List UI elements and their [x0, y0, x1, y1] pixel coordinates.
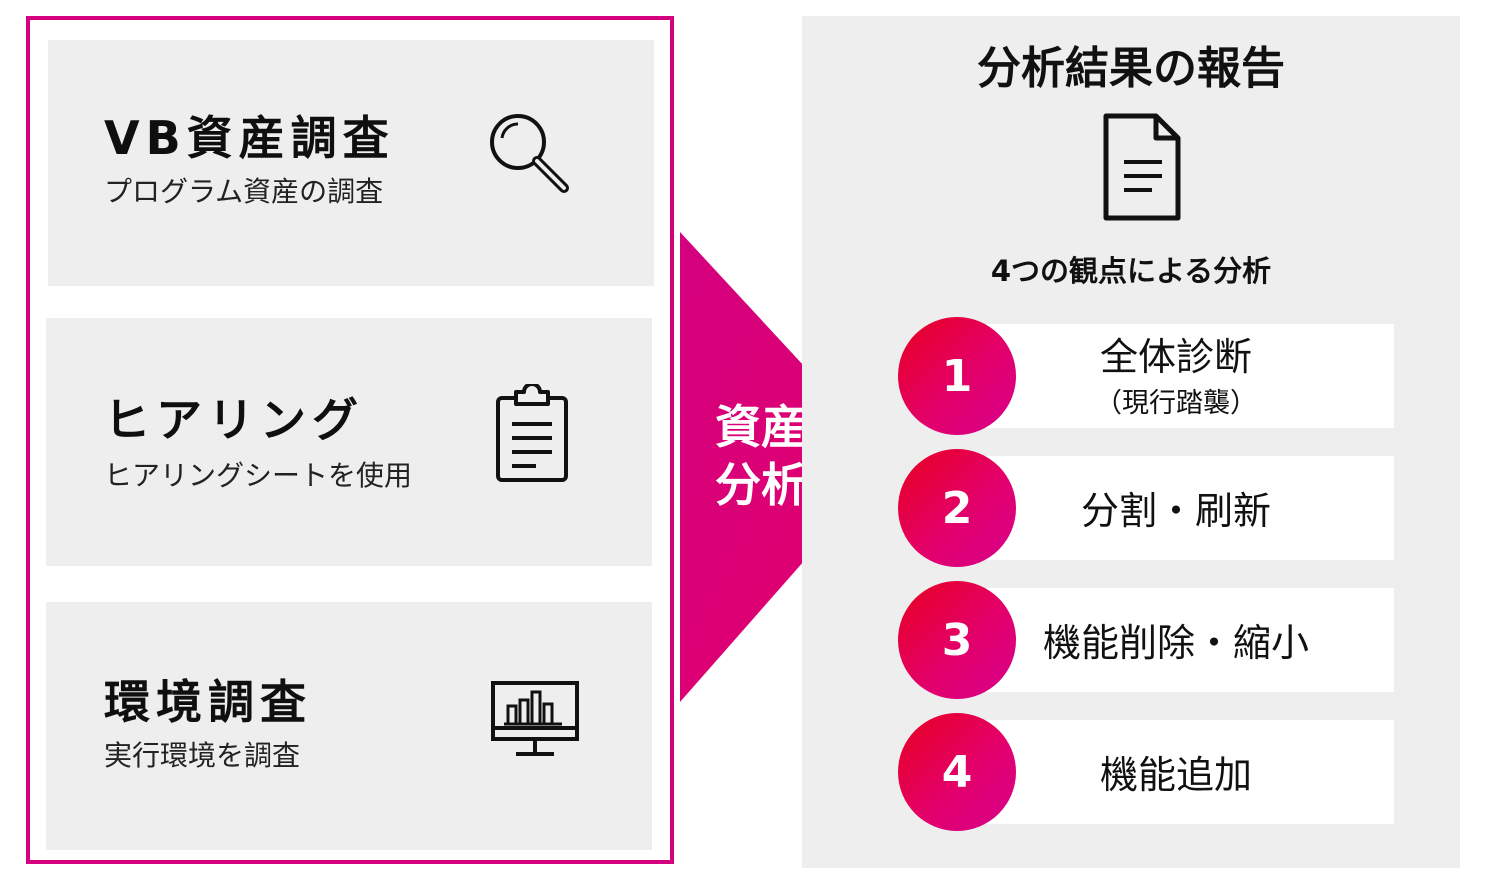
- analysis-item-text: 全体診断 （現行踏襲）: [958, 326, 1394, 420]
- card-title: 環境調査: [104, 675, 312, 729]
- monitor-chart-icon: [490, 680, 580, 764]
- analysis-item-box: [958, 588, 1394, 692]
- analysis-item-label: 分割・刷新: [1080, 489, 1271, 533]
- card-title: ヒアリング: [104, 393, 364, 447]
- number-badge: 3: [898, 581, 1016, 699]
- analysis-item-text: 機能追加: [958, 744, 1394, 799]
- asset-analysis-arrow: [680, 232, 892, 702]
- analysis-item-note: （現行踏襲）: [1095, 388, 1257, 419]
- card-vb-asset-survey: [48, 40, 654, 286]
- analysis-item-label: 機能追加: [1099, 753, 1252, 797]
- document-icon: [1100, 112, 1184, 226]
- card-title: VB資産調査: [104, 111, 395, 165]
- arrow-label: 資産 分析: [706, 398, 816, 514]
- report-title: 分析結果の報告: [977, 43, 1285, 94]
- card-hearing: [46, 318, 652, 566]
- card-subtitle: ヒアリングシートを使用: [104, 459, 413, 492]
- number-badge: 1: [898, 317, 1016, 435]
- report-subtitle: 4つの観点による分析: [990, 254, 1272, 288]
- analysis-item-label: 全体診断: [1099, 335, 1252, 379]
- card-subtitle: 実行環境を調査: [104, 739, 301, 772]
- card-subtitle: プログラム資産の調査: [104, 175, 384, 208]
- analysis-item-box: [958, 324, 1394, 428]
- analysis-item-label: 機能削除・縮小: [1042, 621, 1309, 665]
- analysis-item-text: 機能削除・縮小: [958, 612, 1394, 667]
- analysis-item-box: [958, 720, 1394, 824]
- number-badge: 2: [898, 449, 1016, 567]
- left-panel-frame: [26, 16, 674, 864]
- clipboard-icon: [494, 382, 570, 488]
- analysis-item-box: [958, 456, 1394, 560]
- magnifier-icon: [484, 108, 574, 202]
- arrow-label-line2: 分析: [715, 458, 807, 512]
- arrow-label-line1: 資産: [715, 400, 807, 454]
- number-badge: 4: [898, 713, 1016, 831]
- analysis-item-text: 分割・刷新: [958, 480, 1394, 535]
